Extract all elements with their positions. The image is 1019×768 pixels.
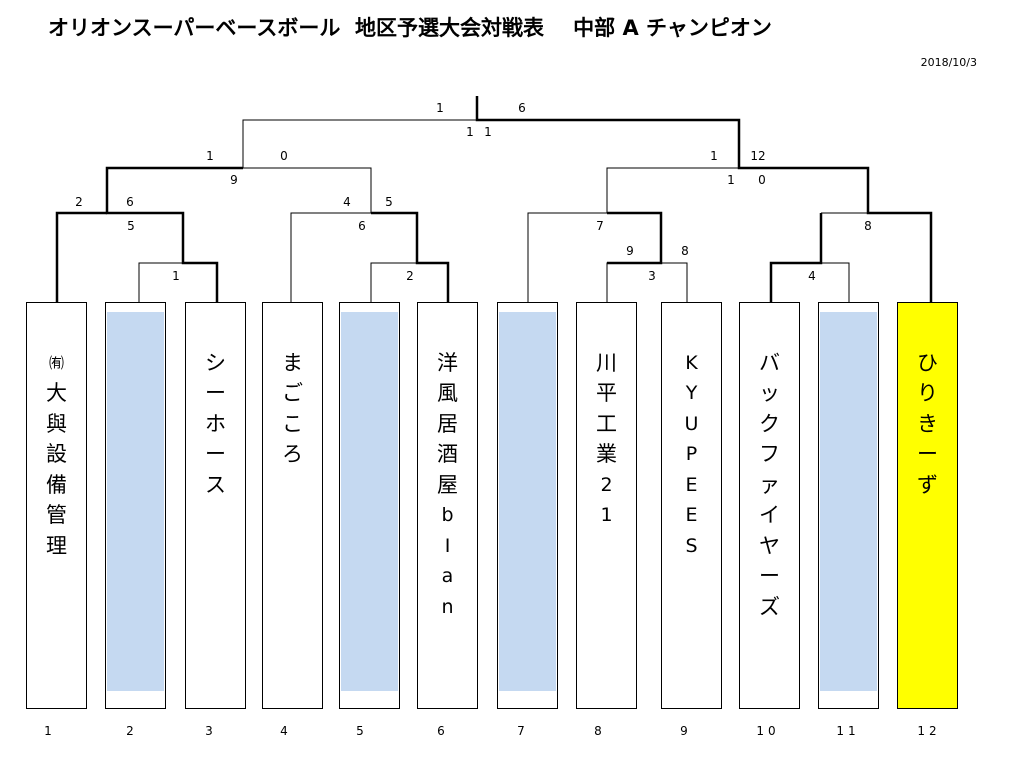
team-name: KYUPEESKYUPEES xyxy=(684,351,699,557)
score-label: 1 xyxy=(172,269,180,283)
empty-slot-fill xyxy=(499,312,556,691)
page-title: オリオンスーパーベースボール 地区予選大会対戦表 中部 A チャンピオン xyxy=(48,16,772,40)
score-label: 6 xyxy=(358,219,366,233)
team-box xyxy=(818,302,879,709)
score-label: 1 xyxy=(206,149,214,163)
score-label: 12 xyxy=(750,149,766,163)
score-label: 1 xyxy=(436,101,444,115)
team-name: シーホースシーホース xyxy=(205,350,226,497)
seed-number: 4 xyxy=(280,724,292,738)
score-label: 9 xyxy=(626,244,634,258)
team-box: KYUPEESKYUPEES xyxy=(661,302,722,709)
score-label: 4 xyxy=(808,269,816,283)
bracket-line xyxy=(242,119,477,168)
bracket-line xyxy=(606,262,688,302)
team-box xyxy=(497,302,558,709)
seed-number: 12 xyxy=(917,724,941,738)
empty-slot-fill xyxy=(107,312,164,691)
score-label: 6 xyxy=(126,195,134,209)
winner-line xyxy=(475,96,933,302)
seed-number: 2 xyxy=(126,724,138,738)
score-label: 2 xyxy=(75,195,83,209)
score-label: 1 xyxy=(710,149,718,163)
score-label: 1 xyxy=(484,125,492,139)
score-label: 0 xyxy=(758,173,766,187)
seed-number: 11 xyxy=(836,724,860,738)
seed-number: 9 xyxy=(680,724,692,738)
team-name: ひりきーずひりきーず xyxy=(917,350,938,497)
score-label: 2 xyxy=(406,269,414,283)
team-name: まごころまごころ xyxy=(282,350,303,467)
team-box xyxy=(105,302,166,709)
bracket-line xyxy=(606,167,739,213)
team-box xyxy=(339,302,400,709)
score-label: 3 xyxy=(648,269,656,283)
score-label: 6 xyxy=(518,101,526,115)
score-label: 4 xyxy=(343,195,351,209)
team-box: ひりきーずひりきーず xyxy=(897,302,958,709)
empty-slot-fill xyxy=(341,312,398,691)
team-box: まごころまごころ xyxy=(262,302,323,709)
score-label: 0 xyxy=(280,149,288,163)
winner-line xyxy=(607,211,663,265)
bracket-line xyxy=(243,167,372,213)
team-name: 川平工業21川平工業21 xyxy=(596,350,617,527)
team-box: シーホースシーホース xyxy=(185,302,246,709)
score-label: 5 xyxy=(127,219,135,233)
score-label: 7 xyxy=(596,219,604,233)
seed-number: 3 xyxy=(205,724,217,738)
seed-number: 7 xyxy=(517,724,529,738)
date-label: 2018/10/3 xyxy=(920,56,977,69)
seed-number: 6 xyxy=(437,724,449,738)
score-label: 8 xyxy=(864,219,872,233)
team-name: 洋風居酒屋bIan洋風居酒屋bIan xyxy=(437,350,458,618)
seed-number: 1 xyxy=(44,724,56,738)
team-box: 洋風居酒屋bIan洋風居酒屋bIan xyxy=(417,302,478,709)
team-name: バックファイヤーズバックファイヤーズ xyxy=(759,350,780,619)
score-label: 8 xyxy=(681,244,689,258)
score-label: 1 xyxy=(466,125,474,139)
seed-number: 8 xyxy=(594,724,606,738)
winner-line xyxy=(769,213,823,302)
winner-line xyxy=(55,211,107,302)
team-box: バックファイヤーズバックファイヤーズ xyxy=(739,302,800,709)
team-box: 川平工業21川平工業21 xyxy=(576,302,637,709)
seed-number: 10 xyxy=(756,724,780,738)
seed-number: 5 xyxy=(356,724,368,738)
empty-slot-fill xyxy=(820,312,877,691)
winner-line xyxy=(371,211,450,302)
score-label: 5 xyxy=(385,195,393,209)
score-label: 1 xyxy=(727,173,735,187)
winner-line xyxy=(105,166,243,302)
score-label: 9 xyxy=(230,173,238,187)
bracket-line xyxy=(290,212,371,302)
